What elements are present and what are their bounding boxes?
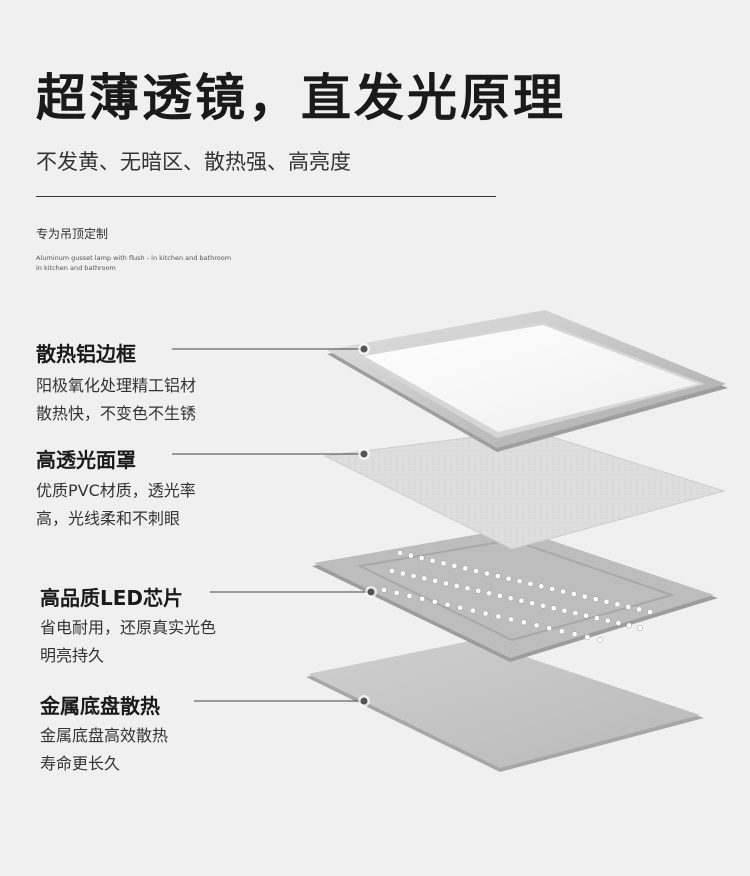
tiny-english-line-1: Aluminum gusset lamp with flush - in kit… — [36, 254, 232, 262]
led-chip — [561, 607, 568, 614]
callout-lines — [172, 348, 371, 702]
layer-frame-desc-2: 散热快，不变色不生锈 — [36, 404, 197, 423]
led-chip — [462, 565, 469, 572]
led-chip — [389, 568, 395, 574]
led-chip — [418, 555, 425, 561]
led-chip — [429, 557, 436, 564]
led-chip — [583, 612, 589, 619]
led-board-inner-outline — [356, 538, 676, 642]
led-chip — [508, 616, 514, 623]
led-chip — [560, 588, 566, 595]
layer-frame-title: 散热铝边框 — [36, 342, 136, 366]
tiny-english-line-2: in kitchen and bathroom — [36, 264, 116, 272]
led-chip — [421, 575, 428, 582]
led-chip — [594, 615, 600, 621]
led-chip — [443, 580, 449, 587]
led-chip — [546, 625, 553, 632]
led-chip — [432, 578, 438, 584]
led-chips-group — [381, 550, 653, 643]
led-chip — [636, 606, 642, 613]
led-chip — [538, 583, 545, 590]
led-chip — [507, 595, 514, 602]
led-chip — [615, 620, 622, 626]
led-chip — [518, 597, 525, 604]
layer-diffuser-desc-2: 高，光线柔和不刺眼 — [36, 509, 181, 528]
led-chip — [533, 622, 540, 629]
led-chip — [527, 580, 534, 587]
led-chip — [603, 598, 610, 605]
led-chip — [592, 596, 599, 603]
led-chip — [399, 570, 406, 577]
base-plate-layer — [306, 640, 704, 772]
frame-inner-light — [364, 325, 698, 432]
layer-base-desc-2: 寿命更长久 — [40, 754, 121, 773]
led-chip — [475, 587, 482, 594]
led-chip — [494, 573, 501, 579]
divider-line — [36, 196, 496, 197]
led-board-layer — [312, 528, 718, 662]
aluminum-frame-layer — [327, 310, 728, 452]
led-chip — [410, 573, 417, 579]
led-chip — [549, 586, 556, 592]
diffuser-surface — [325, 430, 724, 549]
led-chip — [397, 550, 403, 556]
led-chip — [625, 604, 632, 610]
led-chip — [597, 637, 603, 643]
led-chip — [571, 591, 577, 597]
led-chip — [496, 592, 503, 599]
diffuser-layer — [323, 429, 726, 550]
led-chip — [626, 622, 633, 629]
led-chip — [440, 560, 447, 567]
led-chip — [473, 568, 479, 574]
led-chip — [647, 609, 653, 615]
led-chip — [559, 628, 565, 635]
led-chip — [406, 593, 413, 599]
led-chip — [431, 598, 438, 605]
led-chip — [495, 613, 502, 620]
main-title: 超薄透镜，直发光原理 — [36, 69, 566, 127]
layer-led-desc-2: 明亮持久 — [40, 646, 105, 665]
layer-base-desc-1: 金属底盘高效散热 — [40, 726, 169, 745]
led-chip — [540, 602, 546, 609]
led-chip — [571, 631, 578, 637]
led-chip — [520, 619, 527, 626]
led-chip — [453, 583, 460, 589]
led-chip — [529, 600, 536, 607]
led-board-surface — [314, 528, 714, 658]
led-chip — [584, 634, 591, 640]
small-heading: 专为吊顶定制 — [36, 227, 109, 241]
led-chip — [550, 605, 557, 612]
led-chip — [614, 601, 621, 608]
led-chip — [572, 610, 579, 616]
led-chip — [484, 570, 490, 577]
callout-markers — [358, 343, 377, 707]
led-chip — [516, 578, 523, 585]
led-chip — [505, 575, 512, 582]
layer-diffuser-title: 高透光面罩 — [36, 448, 136, 472]
layer-led-title: 高品质LED芯片 — [40, 586, 184, 610]
layer-frame-desc-1: 阳极氧化处理精工铝材 — [36, 376, 197, 395]
led-chip — [451, 562, 458, 569]
led-chip — [604, 617, 611, 624]
layer-diffuser-desc-1: 优质PVC材质，透光率 — [36, 481, 196, 500]
led-chip — [381, 587, 387, 593]
layer-base-title: 金属底盘散热 — [40, 694, 160, 718]
led-chip — [393, 590, 400, 596]
led-chip — [470, 607, 476, 614]
led-chip — [419, 595, 425, 602]
subtitle: 不发黄、无暗区、散热强、高亮度 — [36, 150, 351, 174]
led-chip — [444, 601, 451, 608]
led-chip — [482, 610, 489, 617]
led-chip — [486, 590, 492, 597]
layer-led-desc-1: 省电耐用，还原真实光色 — [40, 618, 217, 637]
base-plate-surface — [308, 640, 700, 768]
led-chip — [408, 552, 414, 559]
led-chip — [637, 625, 643, 631]
led-chip — [457, 604, 464, 611]
led-chip — [464, 585, 471, 592]
led-chip — [581, 593, 588, 600]
